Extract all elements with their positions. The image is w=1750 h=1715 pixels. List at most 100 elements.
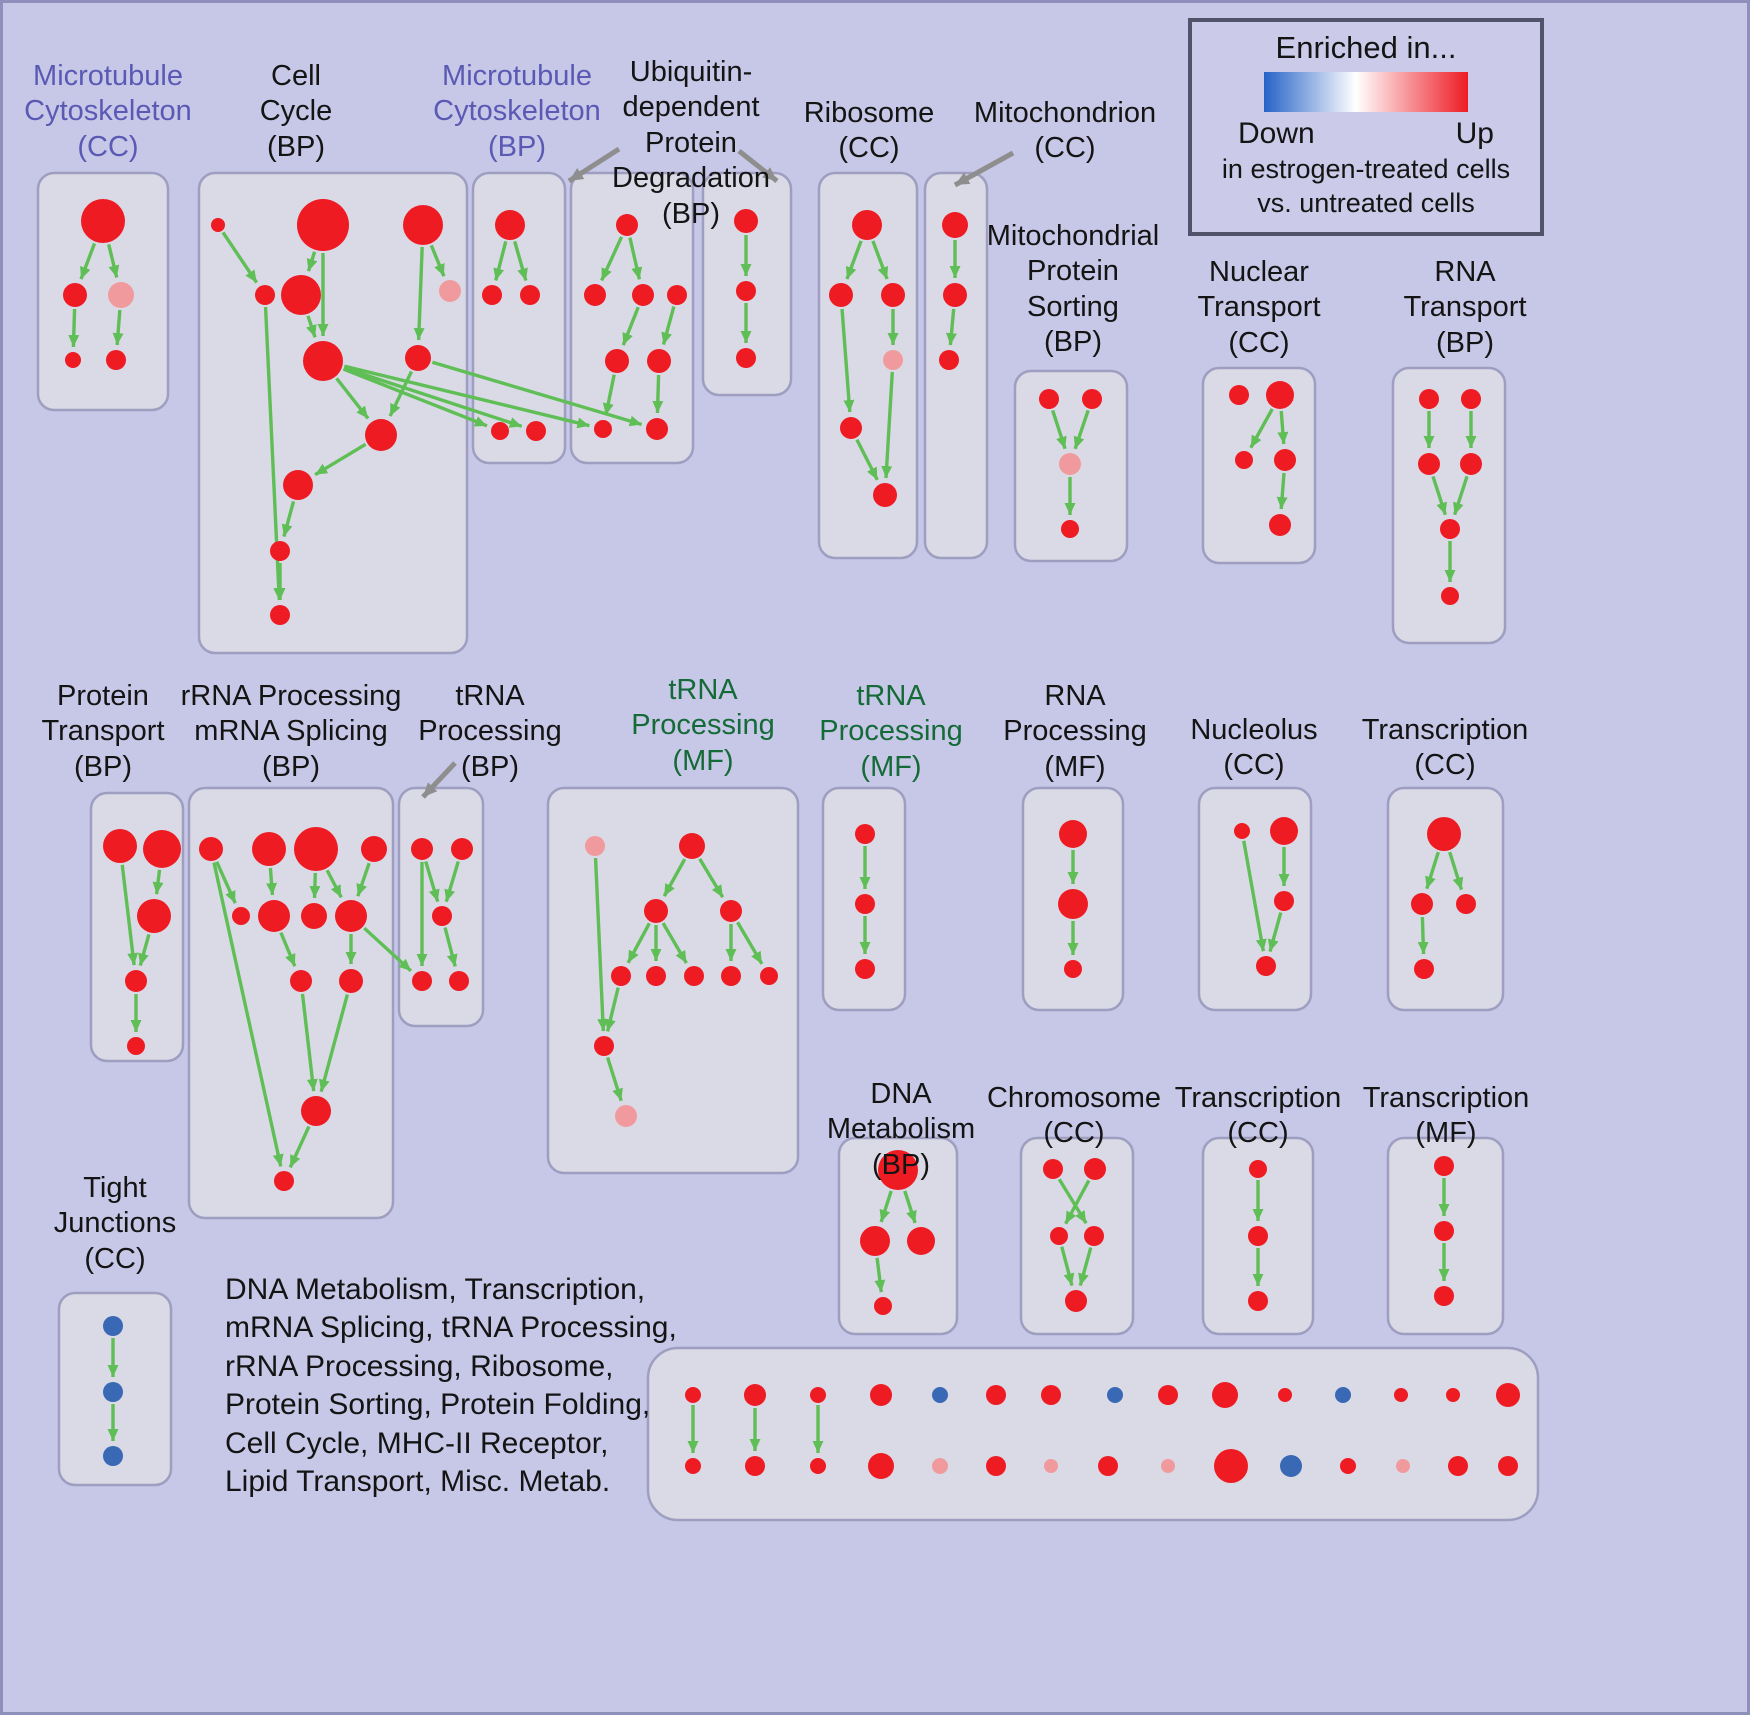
edge-arrow xyxy=(736,921,764,965)
edge-arrow xyxy=(79,242,97,280)
gene-node xyxy=(1065,1290,1087,1312)
edge-arrow xyxy=(68,308,80,348)
legend-title: Enriched in... xyxy=(1275,30,1457,65)
gene-node xyxy=(1098,1456,1118,1476)
edge-arrow xyxy=(388,370,414,417)
cluster-box-dna-metabolism-bp xyxy=(837,1136,959,1336)
gene-node xyxy=(1270,817,1298,845)
edge-arrow xyxy=(845,240,863,280)
gene-node xyxy=(1248,1226,1268,1246)
gene-node xyxy=(1059,820,1087,848)
gene-node xyxy=(1084,1158,1106,1180)
edge-arrow xyxy=(628,237,643,280)
edge-arrow xyxy=(1277,410,1289,445)
edge-arrow xyxy=(879,1190,893,1223)
edge-arrow xyxy=(1267,912,1283,952)
legend: Enriched in... Down Up in estrogen-treat… xyxy=(1188,18,1544,236)
gene-node xyxy=(108,282,134,308)
gene-node xyxy=(1434,1221,1454,1241)
gene-node xyxy=(255,285,275,305)
gene-node xyxy=(594,1036,614,1056)
gene-node xyxy=(760,967,778,985)
edge-arrow xyxy=(1078,1247,1093,1287)
gene-node xyxy=(103,829,137,863)
gene-node xyxy=(939,350,959,370)
gene-node xyxy=(1396,1459,1410,1473)
edge-arrow xyxy=(319,994,350,1093)
gene-node xyxy=(1274,449,1296,471)
cluster-box-nuclear-transport-cc xyxy=(1201,366,1317,565)
edge-arrow xyxy=(946,308,957,346)
gene-node xyxy=(1456,894,1476,914)
gene-node xyxy=(403,205,443,245)
edge-arrow xyxy=(1276,472,1288,510)
label-pointer-arrow xyxy=(421,761,457,799)
gene-node xyxy=(646,966,666,986)
cross-cluster-edge-arrow xyxy=(431,360,643,427)
gene-node xyxy=(1280,1455,1302,1477)
gene-node xyxy=(258,900,290,932)
gene-node xyxy=(684,966,704,986)
gene-node xyxy=(1411,893,1433,915)
gene-node xyxy=(736,348,756,368)
gene-node xyxy=(63,283,87,307)
gene-node xyxy=(65,352,81,368)
gene-node xyxy=(270,541,290,561)
gene-node xyxy=(103,1446,123,1466)
edge-arrow xyxy=(1448,851,1464,891)
gene-node xyxy=(1496,1383,1520,1407)
gene-node xyxy=(1498,1456,1518,1476)
gene-node xyxy=(840,417,862,439)
edge-arrow xyxy=(444,860,460,903)
gene-node xyxy=(432,906,452,926)
cross-cluster-edge-arrow xyxy=(342,367,488,428)
gene-node xyxy=(1434,1286,1454,1306)
gene-node xyxy=(303,341,343,381)
gene-node xyxy=(294,827,338,871)
gene-node xyxy=(1249,1160,1267,1178)
cluster-box-transcription-cc-upper xyxy=(1386,786,1505,1012)
gene-node xyxy=(365,419,397,451)
gene-node xyxy=(594,420,612,438)
gene-node xyxy=(301,1096,331,1126)
gene-node xyxy=(644,899,668,923)
gene-node xyxy=(127,1037,145,1055)
edge-arrow xyxy=(266,867,278,896)
edge-arrow xyxy=(424,860,440,903)
edge-arrow xyxy=(120,864,139,966)
gene-node xyxy=(907,1227,935,1255)
cluster-box-trna-processing-mf-large xyxy=(546,786,800,1175)
gene-node xyxy=(1414,959,1434,979)
gene-node xyxy=(411,838,433,860)
edge-arrow xyxy=(661,306,676,346)
edge-arrow xyxy=(1452,475,1469,516)
gene-node xyxy=(632,284,654,306)
gene-node xyxy=(1084,1226,1104,1246)
gene-node xyxy=(943,283,967,307)
gene-node xyxy=(744,1384,766,1406)
gene-node xyxy=(232,907,250,925)
edge-arrow xyxy=(1060,1246,1075,1286)
edge-arrow xyxy=(1417,916,1429,955)
edge-arrow xyxy=(138,933,151,967)
gene-node xyxy=(301,903,327,929)
gene-node xyxy=(1064,960,1082,978)
gene-node xyxy=(199,837,223,861)
gene-node xyxy=(274,1171,294,1191)
gene-node xyxy=(1158,1385,1178,1405)
gene-node xyxy=(1043,1159,1063,1179)
gene-node xyxy=(605,349,629,373)
gene-node xyxy=(252,832,286,866)
mixed-cluster-term-list: DNA Metabolism, Transcription, mRNA Spli… xyxy=(225,1273,677,1498)
cluster-box-chromosome-cc xyxy=(1019,1136,1135,1336)
gene-node xyxy=(1419,389,1439,409)
gene-node xyxy=(335,900,367,932)
gene-node xyxy=(1256,956,1276,976)
edge-arrow xyxy=(1073,409,1090,450)
cluster-box-rna-transport-bp xyxy=(1391,366,1507,645)
edge-arrow xyxy=(279,931,297,967)
gene-node xyxy=(1214,1449,1248,1483)
edge-arrow xyxy=(1425,851,1440,890)
gene-node xyxy=(986,1385,1006,1405)
gene-node xyxy=(1278,1388,1292,1402)
